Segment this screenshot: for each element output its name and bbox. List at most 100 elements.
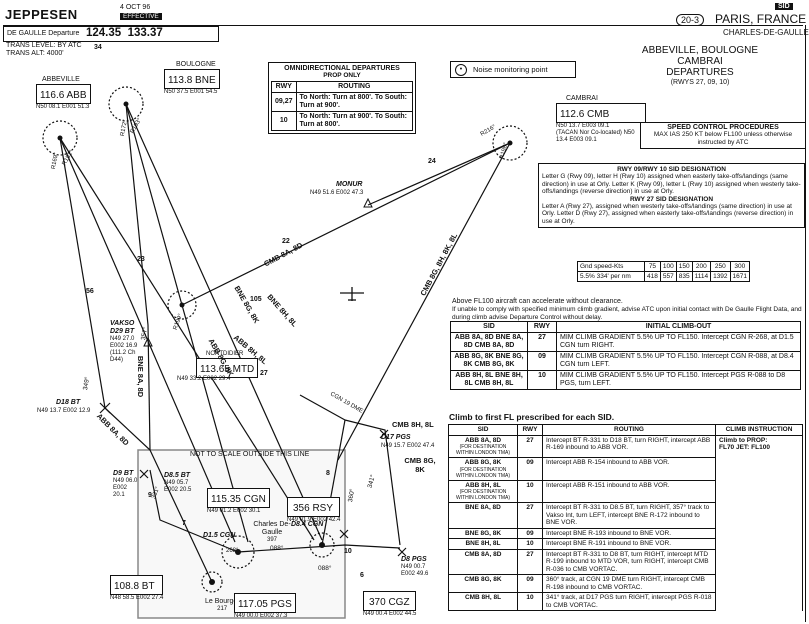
designation-box: RWY 09/RWY 10 SID DESIGNATION Letter G (… [538,163,805,228]
monur-name: MONUR [336,181,363,188]
radial-r193: R193° [129,117,144,135]
abb-navaid: ABBEVILLE 116.6 ABB N50 08.1 E001 51.3 [36,76,91,111]
cmb-freq: 112.6 CMB [560,109,610,120]
procedure-title: ABBEVILLE, BOULOGNE CAMBRAI DEPARTURES (… [600,45,800,86]
bne-navaid: BOULOGNE 113.8 BNE N50 37.5 E001 54.5 [164,61,220,96]
title-line-1: ABBEVILLE, BOULOGNE [641,45,759,56]
vakso-label: VAKSO D29 BT N49 27.0 E002 16.9 (111.2 C… [110,320,144,364]
climb-note: Above FL100 aircraft can accelerate with… [452,298,802,321]
abb-name: ABBEVILLE [42,76,80,83]
noise-icon: • [455,64,467,76]
climb-cell: MIM CLIMB GRADIENT 5.5% UP TO FL150. Int… [556,351,801,371]
fl-routing-cell: Intercept ABB R-151 inbound to ABB VOR. [542,479,716,503]
bourget-airport: Le Bourget 217 [205,598,239,613]
chart-number: 20-3 [676,14,705,26]
designation-text-1: Letter G (Rwy 09), letter H (Rwy 10) ass… [542,173,801,195]
distance-9: 9 [148,492,152,499]
cgn-freq-box: 115.35 CGN [207,488,270,508]
track-088b: 088° [318,565,332,572]
cdg-elev: 397 [266,537,277,543]
fl-sid-cell: CMB 8A, 8D [448,548,518,575]
rate-cell: 1392 [710,271,731,282]
d17pgs-coord: N49 15.7 E002 47.4 [381,443,435,449]
monur-waypoint [363,197,373,208]
initial-climb-table: SID RWY INITIAL CLIMB-OUT ABB 8A, 8D BNE… [450,321,801,390]
route-label-bne-8a8d: BNE 8A, 8D [136,355,146,398]
d15cgn-label: D1.5 CGN [203,532,236,539]
cgz-freq: 370 CGZ [369,597,410,608]
cgn-navaid: 115.35 CGN N49 01.2 E002 30.1 [207,488,270,515]
omni-rwy: 10 [271,111,297,131]
fl-routing-cell: Intercept BT R-331 to D8.5 BT, turn RIGH… [542,502,716,529]
mtd-center [179,302,185,308]
speed-cell: 250 [710,261,731,272]
abb-freq-box: 116.6 ABB [36,84,91,104]
bt-freq-box: 108.8 BT [110,575,164,595]
d18bt-name: D18 BT [56,399,81,406]
table-row: 09,27 To North: Turn at 800'. To South: … [271,92,414,112]
mtd-name: NONTDIDIER [206,351,244,357]
frequency-label: DE GAULLE Departure [7,30,80,37]
track-360: 360° [347,488,357,503]
radial-r169: R169° [50,152,60,170]
omni-subtitle: PROP ONLY [323,72,361,79]
cmb-navaid: CAMBRAI 112.6 CMB N50 13.7 E003 09.1 (TA… [556,95,646,144]
bt-coord: N48 58.5 E002 27.4 [110,595,164,601]
aircraft-icon [340,287,364,301]
omni-table: RWY ROUTING 09,27 To North: Turn at 800'… [271,81,414,131]
distance-105: 105 [250,296,262,303]
cgn-coord: N49 01.2 E002 30.1 [207,508,261,514]
route-bne-r172 [125,103,149,326]
distance-7: 7 [182,520,186,527]
d85bt-coord: N49 05.7 E002 20.5 [164,480,192,493]
rsy-freq: 356 RSY [293,503,334,514]
rate-cell: 1114 [691,271,712,282]
route-cmb-monur [367,142,511,206]
not-to-scale-label: NOT TO SCALE OUTSIDE THIS LINE [190,451,310,458]
rwy-cell: 09 [527,351,557,371]
fl-rwy-cell: 09 [517,574,543,593]
fl-routing-cell: 360° track, at CGN 19 DME turn RIGHT, in… [542,574,716,593]
fl-rwy-cell: 27 [517,502,543,529]
route-label-cmb-8g8k: CMB 8G, 8K [404,456,436,474]
bne-name: BOULOGNE [176,61,216,68]
bne-freq-box: 113.8 BNE [164,69,220,89]
climb-note-1: Above FL100 aircraft can accelerate with… [452,298,623,305]
distance-27: 27 [260,370,268,377]
frequency-values: 124.35 133.37 [86,27,163,39]
fl-rwy-cell: 27 [517,434,543,458]
table-row: ABB 8H, 8L(FOR DESTINATION WITHIN LONDON… [448,479,803,503]
d17pgs-label: D17 PGS [381,434,411,442]
title-line-3: DEPARTURES [666,67,734,78]
pgs-center [319,542,325,548]
bne-vor-rose [108,86,144,122]
climb-rate-table: Gnd speed-Kts 75 100 150 200 250 300 5.5… [577,261,751,282]
d9bt-coord: N49 06.0 E002 20.1 [113,478,138,498]
route-label-abb-8a8d: ABB 8A, 8D [94,411,131,448]
cmb-name: CAMBRAI [566,95,598,102]
trans-level: TRANS LEVEL: BY ATC [6,42,82,49]
fl-routing-cell: Intercept BT R-331 to D18 BT, turn RIGHT… [542,434,716,458]
cdg-name: Charles De-Gaulle [253,521,291,536]
title-line-2: CAMBRAI [677,56,723,67]
header-divider [3,25,803,26]
pgs-freq-box: 117.05 PGS [234,593,296,613]
mtd-navaid: NONTDIDIER 113.65 MTD [196,351,259,378]
fl-rwy-cell: 10 [517,479,543,503]
fl-rwy-header: RWY [517,424,543,436]
frequency-box: DE GAULLE Departure 124.35 133.37 [3,26,219,42]
d17pgs-name: D17 PGS [381,434,411,441]
d84cgn-label: D8.4 CGN [291,521,324,528]
bourget-name: Le Bourget [205,598,240,605]
d9bt-name: D9 BT [113,470,134,477]
pgs-freq: 117.05 PGS [238,599,292,610]
fl-climb-instruction: Climb to PROP: FL70 JET: FL100 [719,436,770,452]
cgz-freq-box: 370 CGZ [363,591,417,611]
route-cmb-from-mtd [181,142,511,306]
designation-text-2: Letter A (Rwy 27), assigned when westerl… [542,202,794,225]
d9bt-label: D9 BT N49 06.0 E002 20.1 [113,470,139,499]
bt-navaid: 108.8 BT N48 58.5 E002 27.4 [110,575,164,602]
designation-title-1: RWY 09/RWY 10 SID DESIGNATION [617,166,726,173]
monur-label: MONUR [332,181,362,189]
speed-cell: 100 [659,261,677,272]
